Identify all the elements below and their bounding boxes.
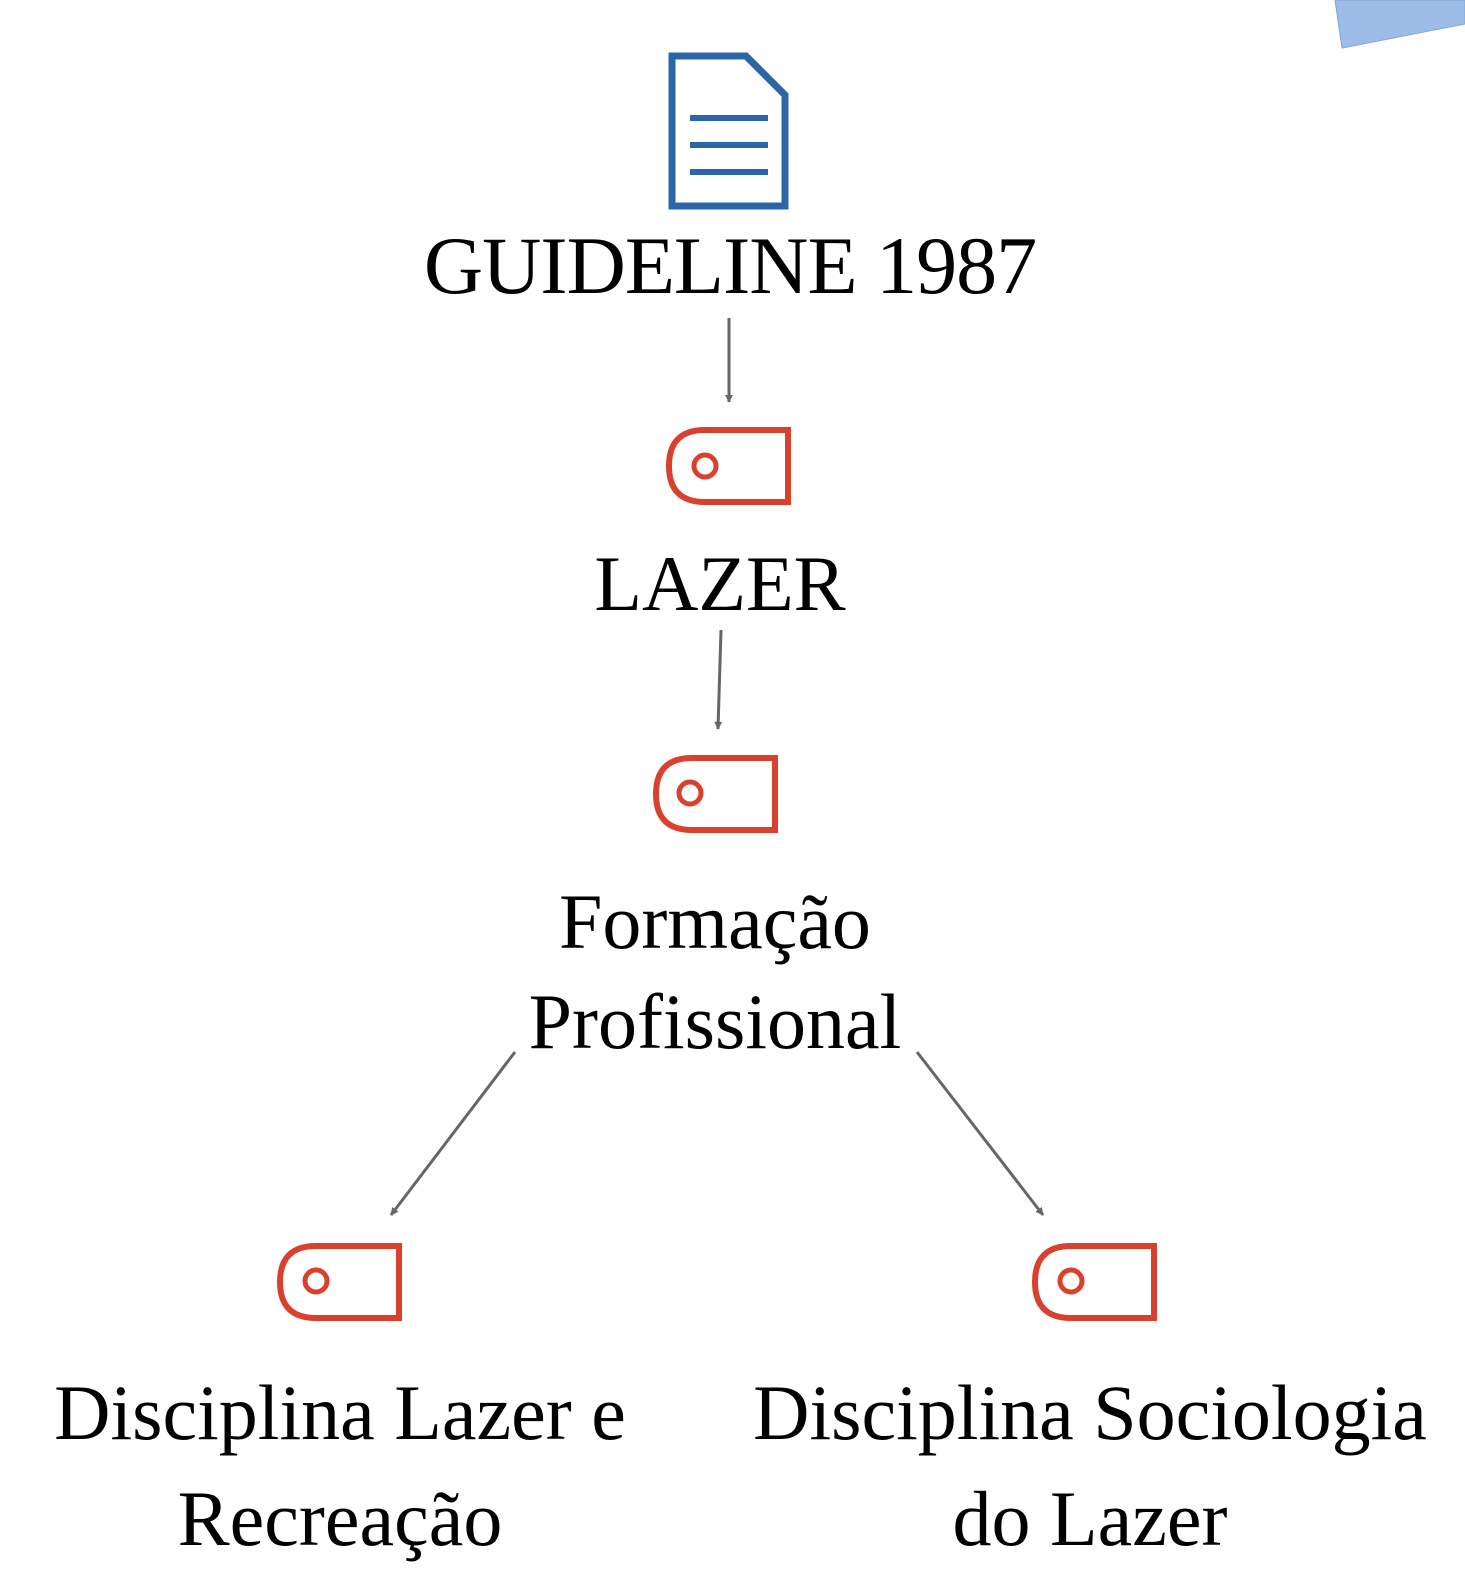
tag-icon[interactable] bbox=[276, 1243, 402, 1321]
node-label-disciplina-sociologia[interactable]: Disciplina Sociologia do Lazer bbox=[715, 1360, 1465, 1572]
tag-icon[interactable] bbox=[652, 755, 778, 833]
node-label-line: Disciplina Sociologia bbox=[753, 1369, 1427, 1456]
node-label-line: do Lazer bbox=[952, 1475, 1228, 1562]
document-icon[interactable] bbox=[668, 52, 789, 210]
tag-icon[interactable] bbox=[665, 427, 791, 505]
tag-icon[interactable] bbox=[1031, 1243, 1157, 1321]
edge-lazer-formacao bbox=[714, 629, 723, 730]
node-label-lazer[interactable]: LAZER bbox=[594, 540, 846, 627]
node-label-formacao[interactable]: Formação Profissional bbox=[415, 872, 1015, 1072]
diagram-canvas: GUIDELINE 1987 LAZER Formação Profission… bbox=[54, 0, 1465, 1562]
node-label-line: Disciplina Lazer e bbox=[54, 1369, 626, 1456]
node-label-line: Formação bbox=[559, 878, 871, 965]
diagram-graphics bbox=[276, 0, 1465, 1321]
node-label-line: Profissional bbox=[528, 978, 902, 1065]
edge-formacao-recreacao bbox=[389, 1051, 517, 1216]
node-label-disciplina-recreacao[interactable]: Disciplina Lazer e Recreação bbox=[0, 1360, 680, 1572]
node-label-guideline[interactable]: GUIDELINE 1987 bbox=[423, 220, 1037, 311]
node-label-line: Recreação bbox=[177, 1475, 503, 1562]
edge-formacao-sociologia bbox=[915, 1051, 1045, 1216]
corner-shape bbox=[1334, 0, 1465, 49]
